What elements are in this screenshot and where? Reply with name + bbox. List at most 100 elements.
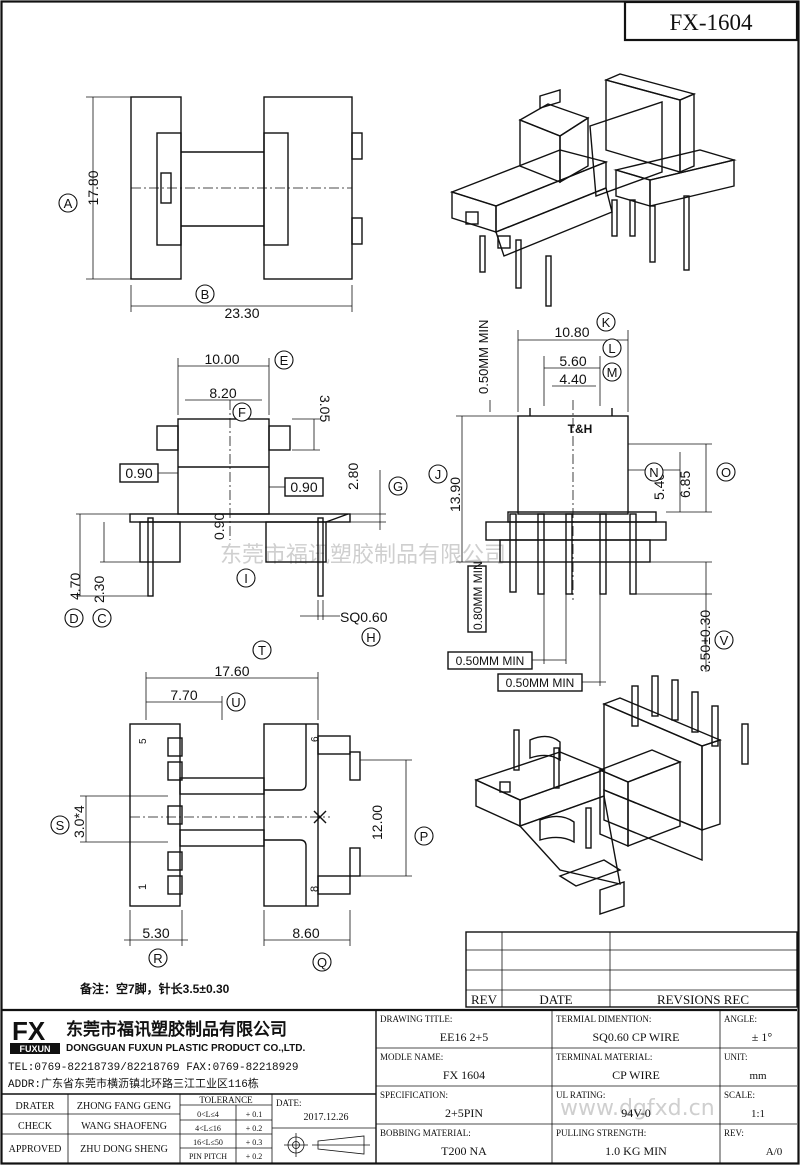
letter-f: F xyxy=(238,405,246,420)
dim-l-value: 5.60 xyxy=(559,353,586,369)
company-addr: ADDR:广东省东莞市横沥镇北环路三江工业区116栋 xyxy=(8,1076,259,1091)
check-label: CHECK xyxy=(18,1121,53,1132)
letter-t: T xyxy=(258,643,266,658)
letter-m: M xyxy=(607,365,618,380)
projection-symbol xyxy=(284,1133,370,1157)
scale-label: SCALE: xyxy=(724,1090,755,1100)
dim-d-value: 4.70 xyxy=(67,573,83,600)
check-name: WANG SHAOFENG xyxy=(81,1121,167,1132)
date-label: DATE: xyxy=(276,1098,302,1108)
dim-k-value: 10.80 xyxy=(554,324,589,340)
dim-p-value: 12.00 xyxy=(369,805,385,840)
dim-f-right-value: 3.05 xyxy=(317,395,333,422)
letter-b: B xyxy=(201,287,210,302)
tol-value-1: + 0.1 xyxy=(246,1110,263,1119)
terminal-material-value: CP WIRE xyxy=(612,1068,660,1082)
dim-h-value: SQ0.60 xyxy=(340,609,388,625)
dim-b-value: 23.30 xyxy=(224,305,259,321)
spec-label: SPECIFICATION: xyxy=(380,1090,448,1100)
ul-rating-value: 94V-0 xyxy=(621,1106,651,1120)
letter-s: S xyxy=(56,818,65,833)
terminal-material-label: TERMINAL MATERIAL: xyxy=(556,1052,652,1062)
dim-u-value: 7.70 xyxy=(170,687,197,703)
letter-l: L xyxy=(608,341,615,356)
drater-label: DRATER xyxy=(16,1101,55,1112)
revision-table: REV DATE REVSIONS REC xyxy=(465,931,798,1008)
letter-r: R xyxy=(153,951,162,966)
tol-value-pitch: + 0.2 xyxy=(246,1152,263,1161)
company-tel: TEL:0769-82218739/82218769 FAX:0769-8221… xyxy=(8,1062,298,1074)
dim-e-value: 10.00 xyxy=(204,351,239,367)
dim-r-value: 5.30 xyxy=(142,925,169,941)
drawing-number: FX-1604 xyxy=(669,10,753,35)
dim-i-value: 0.90 xyxy=(211,513,227,540)
tol-range-3: 16<L≤50 xyxy=(193,1138,223,1147)
tolerance-label: TOLERANCE xyxy=(199,1095,253,1105)
dim-o-value: 6.85 xyxy=(677,471,693,498)
letter-d: D xyxy=(69,611,78,626)
tol-range-2: 4<L≤16 xyxy=(195,1124,221,1133)
spec-value: 2+5PIN xyxy=(445,1106,483,1120)
tol-value-3: + 0.3 xyxy=(246,1138,263,1147)
note-text: 备注：空7脚，针长3.5±0.30 xyxy=(79,981,230,996)
isometric-top-view xyxy=(449,73,737,307)
dim-q-value: 8.60 xyxy=(292,925,319,941)
top-label: T&H xyxy=(568,422,593,436)
ul-rating-label: UL RATING: xyxy=(556,1090,605,1100)
bottom-view: 5 1 6 8 17.60 7.70 3.0*4 12.00 5.30 8.60 xyxy=(71,663,412,946)
dim-m-value: 4.40 xyxy=(559,371,586,387)
isometric-bottom-view xyxy=(474,675,749,915)
letter-e: E xyxy=(280,353,289,368)
letter-g: G xyxy=(393,479,403,494)
title-block: FX FUXUN 东莞市福讯塑胶制品有限公司 DONGGUAN FUXUN PL… xyxy=(2,1008,797,1163)
side-view: T&H 10.80 5.60 4.40 0.50MM MIN 13.90 5.4… xyxy=(447,320,713,692)
dim-s-value: 3.0*4 xyxy=(71,805,87,838)
letter-v: V xyxy=(720,633,729,648)
dim-f-value: 8.20 xyxy=(209,385,236,401)
drawing-title-label: DRAWING TITLE: xyxy=(380,1014,452,1024)
rev-label: REV: xyxy=(724,1128,744,1138)
letter-callouts: A B C D E F G H I J K L M N O P Q R S T … xyxy=(50,193,736,972)
approved-name: ZHU DONG SHENG xyxy=(80,1144,168,1155)
revision-header-rev: REV xyxy=(471,992,498,1007)
tol-range-pitch: PIN PITCH xyxy=(189,1152,227,1161)
min-b1-value: 0.50MM MIN xyxy=(456,654,525,668)
dim-a-value: 17.80 xyxy=(85,170,101,205)
dim-t-value: 17.60 xyxy=(214,663,249,679)
watermark-company: 东莞市福讯塑胶制品有限公司 xyxy=(220,543,506,568)
drawing-title-value: EE16 2+5 xyxy=(440,1030,488,1044)
rev-value: A/0 xyxy=(766,1146,783,1158)
min-top-value: 0.50MM MIN xyxy=(476,320,491,394)
terminal-dim-label: TERMIAL DIMENTION: xyxy=(556,1014,651,1024)
pin-number-6: 6 xyxy=(310,736,321,742)
revision-header-date: DATE xyxy=(539,992,572,1007)
company-name-en: DONGGUAN FUXUN PLASTIC PRODUCT CO.,LTD. xyxy=(66,1043,305,1054)
letter-o: O xyxy=(721,465,731,480)
bobbin-material-value: T200 NA xyxy=(441,1144,487,1158)
letter-c: C xyxy=(97,611,106,626)
pin-number-8: 8 xyxy=(309,886,321,892)
pulling-strength-label: PULLING STRENGTH: xyxy=(556,1128,646,1138)
drawing-number-box: FX-1604 xyxy=(623,0,799,42)
tol-value-2: + 0.2 xyxy=(246,1124,263,1133)
pulling-strength-value: 1.0 KG MIN xyxy=(605,1144,667,1158)
model-label: MODLE NAME: xyxy=(380,1052,443,1062)
date-value: 2017.12.26 xyxy=(304,1112,349,1123)
terminal-dim-value: SQ0.60 CP WIRE xyxy=(592,1030,679,1044)
approved-label: APPROVED xyxy=(9,1144,62,1155)
unit-value: mm xyxy=(749,1070,767,1082)
top-view: 17.80 23.30 xyxy=(85,96,363,321)
dim-wall-right-value: 0.90 xyxy=(290,479,317,495)
angle-label: ANGLE: xyxy=(724,1014,757,1024)
letter-k: K xyxy=(602,315,611,330)
company-name-cn: 东莞市福讯塑胶制品有限公司 xyxy=(66,1019,287,1039)
unit-label: UNIT: xyxy=(724,1052,748,1062)
dim-v-value: 3.50±0.30 xyxy=(697,610,713,672)
scale-value: 1:1 xyxy=(751,1108,765,1120)
company-logo: FX FUXUN xyxy=(10,1016,60,1054)
logo-sub: FUXUN xyxy=(20,1044,51,1054)
letter-p: P xyxy=(420,829,429,844)
letter-q: Q xyxy=(317,955,327,970)
logo-text: FX xyxy=(12,1016,46,1046)
